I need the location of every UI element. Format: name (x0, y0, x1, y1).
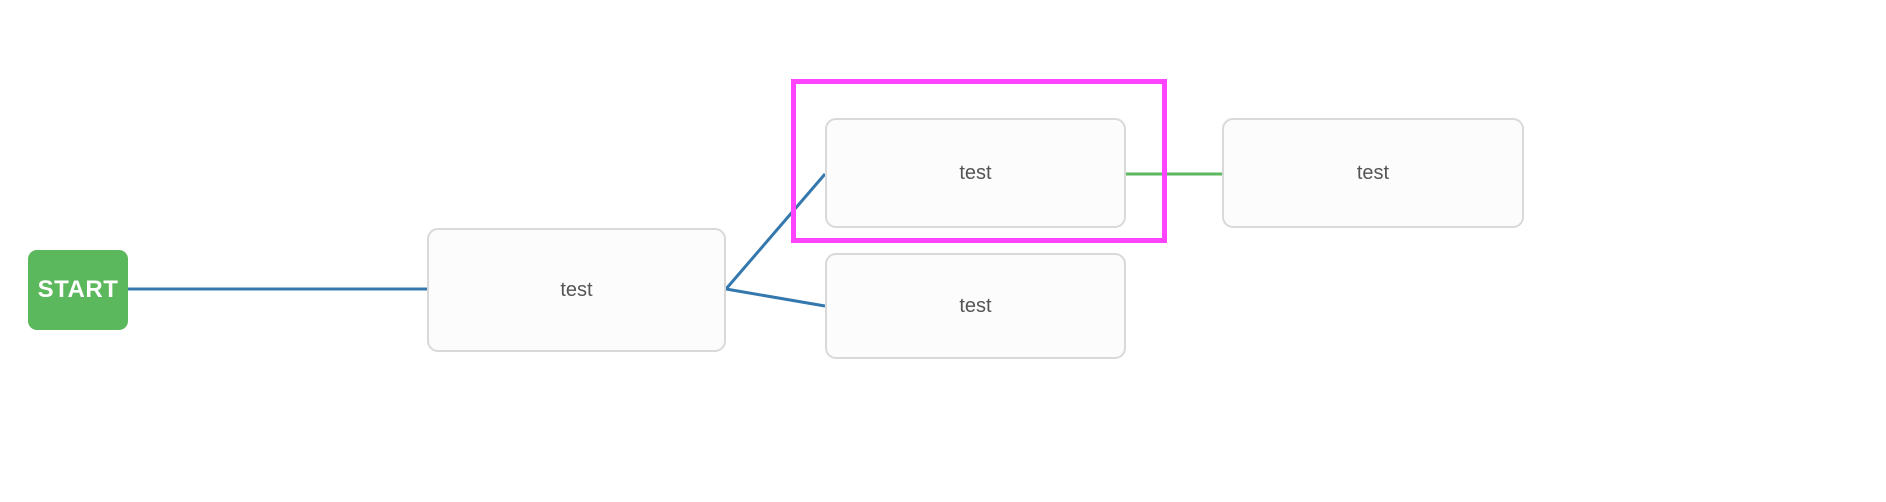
task-node-1[interactable]: test (427, 228, 726, 352)
start-node[interactable]: START (28, 250, 128, 330)
start-node-label: START (37, 276, 119, 303)
edge-task-1-to-task-2[interactable] (724, 173, 827, 290)
task-node-4-right[interactable]: test (1222, 118, 1524, 228)
task-node-1-label: test (560, 279, 593, 301)
task-node-2-top-branch-label: test (959, 162, 992, 184)
task-node-2-top-branch[interactable]: test (825, 118, 1126, 228)
task-node-3-bottom-branch-label: test (959, 295, 992, 317)
edge-task-1-to-task-3[interactable] (725, 287, 826, 308)
task-node-4-right-label: test (1356, 162, 1390, 184)
task-node-3-bottom-branch[interactable]: test (825, 253, 1126, 359)
